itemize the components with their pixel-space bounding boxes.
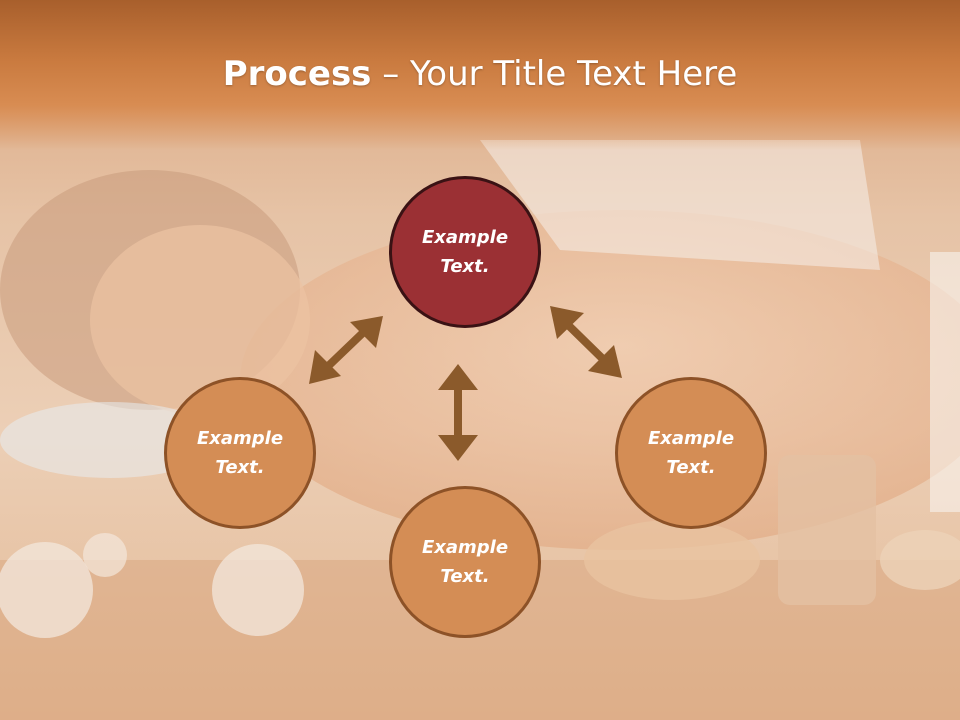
- circle-top[interactable]: Example Text.: [389, 176, 541, 328]
- circle-right[interactable]: Example Text.: [615, 377, 767, 529]
- title-band: [0, 0, 960, 150]
- arrow-left-diagonal: [309, 316, 383, 384]
- circle-right-text: Example Text.: [647, 428, 735, 478]
- arrow-vertical: [438, 364, 478, 461]
- circle-bottom-text: Example Text.: [421, 537, 509, 587]
- circle-bottom[interactable]: Example Text.: [389, 486, 541, 638]
- title-bold: Process: [222, 54, 372, 94]
- slide-title: Process – Your Title Text Here: [0, 52, 960, 96]
- circle-left[interactable]: Example Text.: [164, 377, 316, 529]
- arrow-right-diagonal: [550, 306, 622, 378]
- title-rest: – Your Title Text Here: [371, 54, 738, 94]
- circle-top-text: Example Text.: [421, 227, 509, 277]
- circle-left-text: Example Text.: [196, 428, 284, 478]
